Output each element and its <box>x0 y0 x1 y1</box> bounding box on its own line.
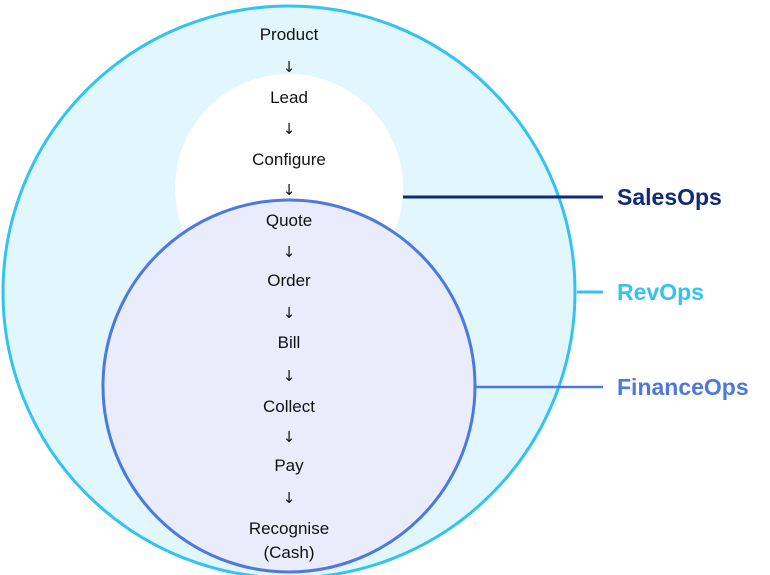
step-order: Order <box>267 271 311 290</box>
step-configure: Configure <box>252 150 326 169</box>
revops-label: RevOps <box>617 279 704 305</box>
down-arrow-icon: ↓ <box>283 120 296 138</box>
step-quote: Quote <box>266 211 312 230</box>
down-arrow-icon: ↓ <box>283 304 296 322</box>
step-product: Product <box>260 25 319 44</box>
step-recognise: Recognise <box>249 519 329 538</box>
down-arrow-icon: ↓ <box>283 428 296 446</box>
step-bill: Bill <box>278 333 301 352</box>
step-collect: Collect <box>263 397 315 416</box>
down-arrow-icon: ↓ <box>283 489 296 507</box>
financeops-label: FinanceOps <box>617 374 749 400</box>
down-arrow-icon: ↓ <box>283 243 296 261</box>
salesops-label: SalesOps <box>617 184 722 210</box>
down-arrow-icon: ↓ <box>283 367 296 385</box>
down-arrow-icon: ↓ <box>283 181 296 199</box>
down-arrow-icon: ↓ <box>283 58 296 76</box>
step-lead: Lead <box>270 88 308 107</box>
step-cash: (Cash) <box>263 543 314 562</box>
step-pay: Pay <box>274 456 304 475</box>
